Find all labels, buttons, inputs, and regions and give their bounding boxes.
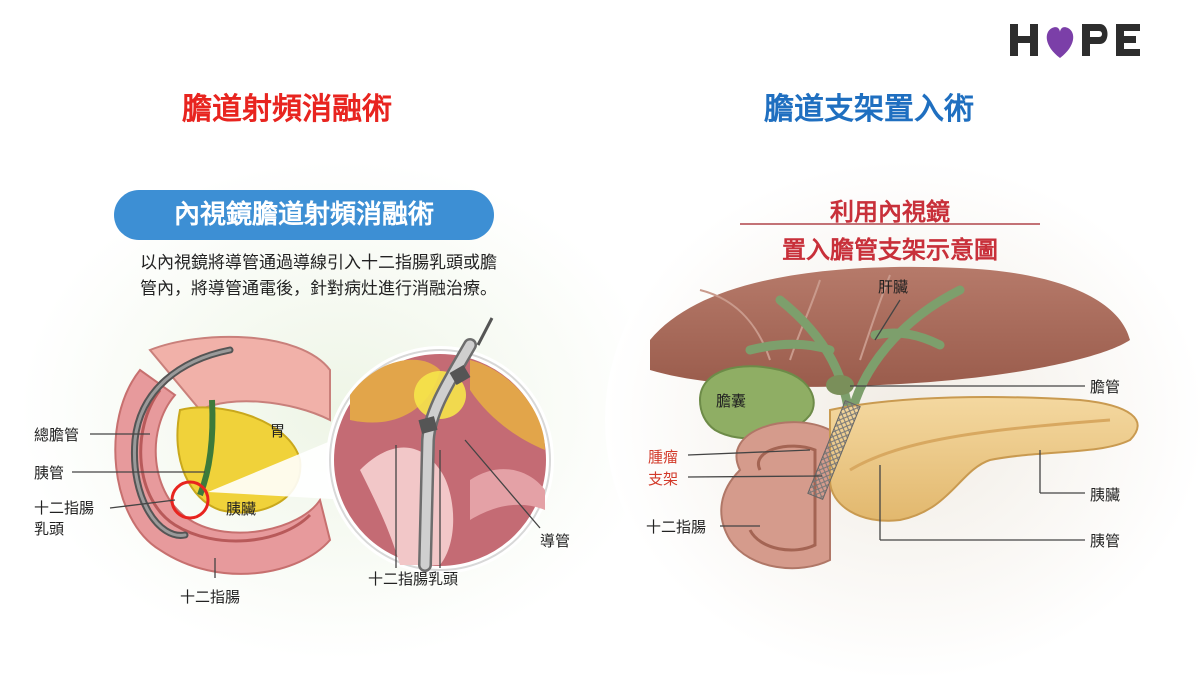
duodenum-shape [114, 368, 332, 575]
label-pancreatic-duct-left: 胰管 [34, 464, 65, 482]
bile-duct-tree [745, 285, 965, 425]
label-liver: 肝臟 [878, 278, 909, 296]
label-tumor: 腫瘤 [648, 448, 679, 466]
label-stomach: 胃 [270, 422, 286, 440]
diagram-title-line1: 利用內視鏡 [830, 198, 950, 226]
right-panel-title: 膽道支架置入術 [764, 92, 974, 127]
left-description: 以內視鏡將導管通過導線引入十二指腸乳頭或膽管內，將導管通電後，針對病灶進行消融治… [140, 253, 497, 299]
label-papilla-zoom: 十二指腸乳頭 [368, 570, 459, 588]
label-gallbladder: 膽囊 [716, 392, 747, 410]
hope-logo-graphic [1010, 24, 1140, 58]
label-duodenum-right: 十二指腸 [646, 518, 707, 536]
pancreas-shape-right [829, 396, 1139, 522]
left-leader-lines [72, 433, 541, 578]
label-pancreatic-duct-right: 胰管 [1090, 532, 1121, 550]
gallbladder-shape [698, 365, 815, 440]
diagram-title-line2: 置入膽管支架示意圖 [782, 236, 998, 264]
label-catheter: 導管 [540, 532, 571, 550]
duodenum-shape-right [720, 421, 831, 570]
label-bile-duct-right: 膽管 [1090, 378, 1121, 396]
stent-mesh [807, 399, 861, 501]
right-leader-lines [687, 299, 1085, 541]
left-panel-title: 膽道射頻消融術 [182, 92, 392, 127]
pancreatic-duct-line [849, 418, 1111, 472]
label-papilla-left: 十二指腸 乳頭 [34, 499, 95, 538]
liver-shape [650, 266, 1130, 387]
label-stent: 支架 [648, 470, 679, 488]
zoom-wedge [208, 435, 350, 500]
tumor-shape [826, 375, 854, 395]
left-banner: 內視鏡膽道射頻消融術 [114, 190, 494, 240]
left-organs [114, 335, 350, 575]
label-bile-duct-left: 總膽管 [34, 426, 80, 444]
label-duodenum-left: 十二指腸 [180, 588, 241, 606]
label-pancreas-right: 胰臟 [1090, 486, 1121, 504]
duodenum-inner-wall [139, 389, 312, 543]
hope-logo [1008, 14, 1168, 66]
label-pancreas-left: 胰臟 [226, 500, 257, 518]
right-organs [650, 266, 1139, 570]
